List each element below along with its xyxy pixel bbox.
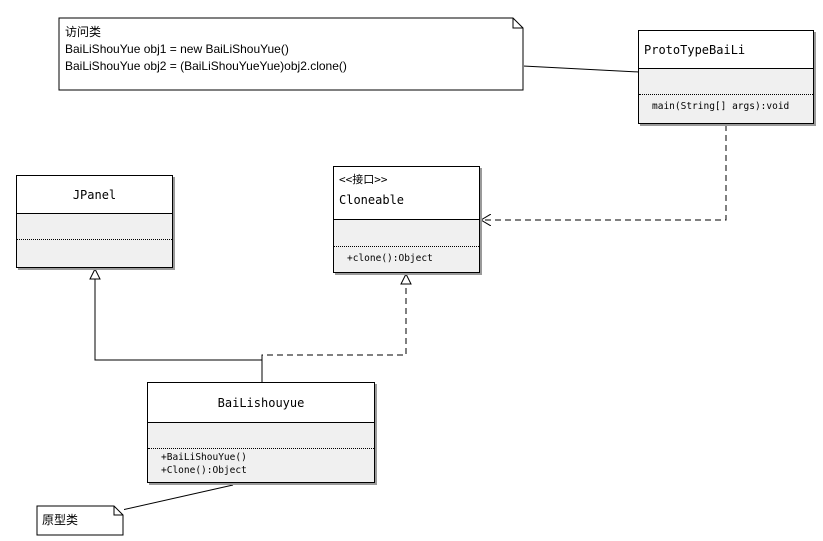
note-prototype-title: 原型类 [42,513,79,527]
class-jpanel-operations [17,240,172,243]
generalization-to-jpanel [94,279,263,382]
class-jpanel[interactable]: JPanel [16,175,173,268]
class-cloneable-name: Cloneable [339,193,405,207]
class-cloneable-attributes [334,220,479,247]
note-prototype-class[interactable]: 原型类 [36,505,124,536]
note-access-line1: BaiLiShouYue obj1 = new BaiLiShouYue() [65,42,289,56]
generalization-arrowhead [89,267,101,280]
note-access-class[interactable]: 访问类 BaiLiShouYue obj1 = new BaiLiShouYue… [58,17,524,91]
note-outline [58,17,524,91]
class-bai-li-shouyue[interactable]: BaiLishouyue +BaiLiShouYue() +Clone():Ob… [147,382,375,483]
operation-main: main(String[] args):void [652,101,790,112]
note-access-title: 访问类 [65,25,102,39]
class-bai-li-shouyue-attributes [148,423,374,449]
note-outline [36,505,124,536]
note-access-line2: BaiLiShouYue obj2 = (BaiLiShouYueYue)obj… [65,59,347,73]
class-cloneable-header: <<接口>> Cloneable [334,167,479,220]
class-prototype-bai-li-operations: main(String[] args):void [639,95,813,113]
operation-clone: +clone():Object [347,253,433,264]
dependency-prototype-to-cloneable [481,125,727,220]
class-prototype-bai-li-attributes [639,69,813,95]
class-prototype-bai-li[interactable]: ProtoTypeBaiLi main(String[] args):void [638,30,814,124]
class-jpanel-name: JPanel [17,176,172,214]
realization-arrowhead [400,272,412,285]
realization-to-cloneable [261,284,407,360]
class-bai-li-shouyue-name: BaiLishouyue [148,383,374,423]
class-bai-li-shouyue-operations: +BaiLiShouYue() +Clone():Object [148,449,374,477]
class-cloneable[interactable]: <<接口>> Cloneable +clone():Object [333,166,480,273]
note-link-prototype [121,484,234,511]
class-prototype-bai-li-name: ProtoTypeBaiLi [639,31,813,69]
class-cloneable-stereotype: <<接口>> [339,173,388,186]
operation-clone: +Clone():Object [161,465,247,476]
class-cloneable-operations: +clone():Object [334,247,479,265]
operation-constructor: +BaiLiShouYue() [161,452,247,463]
class-jpanel-attributes [17,214,172,240]
note-link-access [522,65,640,73]
